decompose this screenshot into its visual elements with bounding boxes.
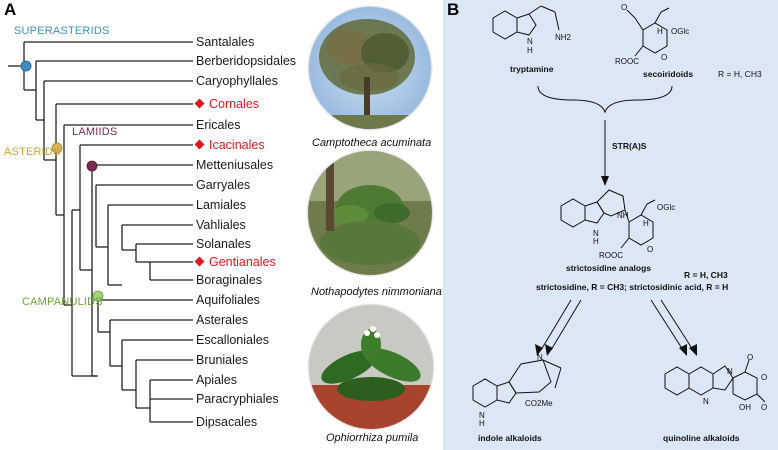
highlight-diamond-icon <box>194 139 205 150</box>
secoiridoid-aldehyde-o-atom: O <box>621 3 627 12</box>
taxon-santalales: Santalales <box>196 35 255 49</box>
quinoline-o2-atom: O <box>761 373 767 382</box>
secoiridoids-label: secoiridoids <box>643 69 694 79</box>
strictosidine-analogs-label: strictosidine analogs <box>566 263 652 273</box>
r-group-note-middle: R = H, CH3 <box>684 270 728 280</box>
quinoline-n1-atom: N <box>703 397 709 406</box>
quinoline-n2-atom: N <box>727 367 733 376</box>
taxon-ericales: Ericales <box>196 118 241 132</box>
secoiridoid-ring-o-atom: O <box>661 53 667 62</box>
strictosidine-oglc-atom: OGlc <box>657 203 675 212</box>
indole-co2me-atom: CO2Me <box>525 399 553 408</box>
taxon-bruniales: Bruniales <box>196 353 249 367</box>
taxon-dipsacales: Dipsacales <box>196 415 258 429</box>
taxon-paracryphiales: Paracryphiales <box>196 392 279 406</box>
campanulids-node-marker <box>92 290 104 302</box>
quinoline-alkaloids-label: quinoline alkaloids <box>663 433 740 443</box>
clade-label-lamiids: LAMIIDS <box>72 126 118 138</box>
secoiridoid-rooc-atom: ROOC <box>615 57 639 66</box>
quinoline-oh-atom: OH <box>739 403 751 412</box>
asterids-node-marker <box>51 142 63 154</box>
taxon-caryophyllales: Caryophyllales <box>196 74 278 88</box>
taxon-garryales: Garryales <box>196 178 251 192</box>
strictosidine-h-atom: H <box>593 237 599 246</box>
caption-nothapodytes: Nothapodytes nimmoniana <box>311 286 442 298</box>
indole-n-atom: N <box>537 353 543 362</box>
taxon-gentianales: Gentianales <box>194 255 276 269</box>
strictosidine-rooc-atom: ROOC <box>599 251 623 260</box>
photo-ophiorrhiza-pumila <box>309 305 433 429</box>
quinoline-o3-atom: O <box>761 403 767 412</box>
biosynthesis-scheme: N H NH2 O OGlc O H ROOC N H NH OGlc O H … <box>472 3 767 428</box>
taxon-vahliales: Vahliales <box>196 218 246 232</box>
taxon-aquifoliales: Aquifoliales <box>196 293 260 307</box>
lamiids-node-marker <box>86 160 98 172</box>
caption-camptotheca: Camptotheca acuminata <box>312 137 432 149</box>
highlight-diamond-icon <box>194 256 205 267</box>
caption-ophiorrhiza: Ophiorrhiza pumila <box>326 432 419 444</box>
superasterids-node-marker <box>20 60 32 72</box>
r-group-note-top: R = H, CH3 <box>718 69 762 79</box>
strictosidine-h2-atom: H <box>643 219 649 228</box>
taxon-lamiales: Lamiales <box>196 198 247 212</box>
photo-camptotheca-acuminata <box>309 7 431 129</box>
taxon-apiales: Apiales <box>196 373 237 387</box>
taxon-cornales: Cornales <box>194 97 259 111</box>
indole-nh-atom: N <box>479 411 485 420</box>
tryptamine-nh2-atom: NH2 <box>555 33 572 42</box>
phylogenetic-tree <box>8 41 193 423</box>
highlight-diamond-icon <box>194 98 205 109</box>
quinoline-o1-atom: O <box>747 353 753 362</box>
taxon-icacinales: Icacinales <box>194 138 265 152</box>
taxon-metteniusales: Metteniusales <box>196 158 274 172</box>
strictosidine-detail-label: strictosidine, R = CH3; strictosidinic a… <box>536 282 729 292</box>
indole-alkaloids-label: indole alkaloids <box>478 433 542 443</box>
tryptamine-label: tryptamine <box>510 64 554 74</box>
clade-label-campanulids: CAMPANULIDS <box>22 296 103 308</box>
taxon-boraginales: Boraginales <box>196 273 263 287</box>
taxon-berberidopsidales: Berberidopsidales <box>196 54 297 68</box>
secoiridoid-h-atom: H <box>657 27 663 36</box>
strictosidine-ring-o-atom: O <box>647 245 653 254</box>
clade-label-asterids: ASTERIDS <box>4 146 61 158</box>
strictosidine-nh-atom: NH <box>617 211 629 220</box>
secoiridoid-oglc-atom: OGlc <box>671 27 689 36</box>
taxon-asterales: Asterales <box>196 313 249 327</box>
tryptamine-nh-atom: N <box>527 37 533 46</box>
clade-label-superasterids: SUPERASTERIDS <box>14 25 110 37</box>
indole-h-atom: H <box>479 419 485 428</box>
panel-b-letter: B <box>447 0 460 19</box>
tryptamine-h-atom: H <box>527 46 533 55</box>
panel-b-background <box>443 0 778 450</box>
photo-nothapodytes-nimmoniana <box>308 151 432 275</box>
strictosidine-n-atom: N <box>593 229 599 238</box>
taxon-escalloniales: Escalloniales <box>196 333 269 347</box>
enzyme-label: STR(A)S <box>612 141 647 151</box>
panel-a-letter: A <box>4 0 17 19</box>
taxon-solanales: Solanales <box>196 237 251 251</box>
